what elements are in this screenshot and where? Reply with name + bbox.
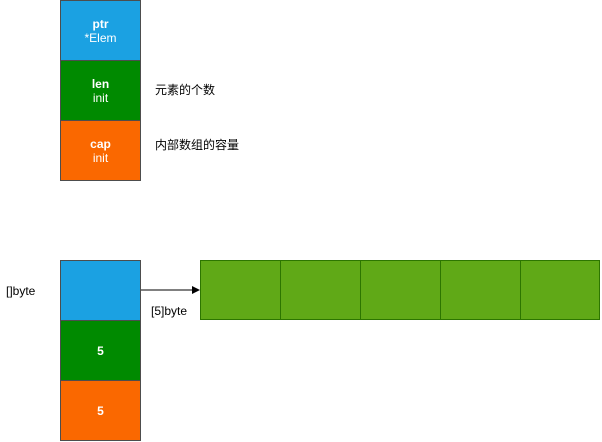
- slice-cap-value: 5: [97, 403, 104, 418]
- slice-cap-box: 5: [60, 380, 141, 441]
- cap-field-type: init: [92, 150, 109, 165]
- cap-field: cap init: [60, 120, 141, 181]
- array-cell-1: [280, 260, 361, 320]
- slice-len-box: 5: [60, 320, 141, 381]
- array-cell-4: [520, 260, 600, 320]
- cap-field-name: cap: [90, 136, 111, 151]
- ptr-field-type: *Elem: [84, 30, 117, 45]
- array-cell-3: [440, 260, 521, 320]
- array-type-label: [5]byte: [151, 304, 188, 318]
- slice-len-value: 5: [97, 343, 104, 358]
- array-cell-0: [200, 260, 281, 320]
- slice-ptr-box: [60, 260, 141, 321]
- cap-note: 内部数组的容量: [155, 138, 240, 152]
- ptr-field: ptr *Elem: [60, 0, 141, 61]
- array-cell-2: [360, 260, 441, 320]
- len-note: 元素的个数: [155, 83, 216, 97]
- len-field-type: init: [92, 90, 109, 105]
- len-field: len init: [60, 60, 141, 121]
- ptr-field-name: ptr: [92, 16, 109, 31]
- len-field-name: len: [91, 76, 110, 91]
- slice-type-label: []byte: [6, 284, 36, 298]
